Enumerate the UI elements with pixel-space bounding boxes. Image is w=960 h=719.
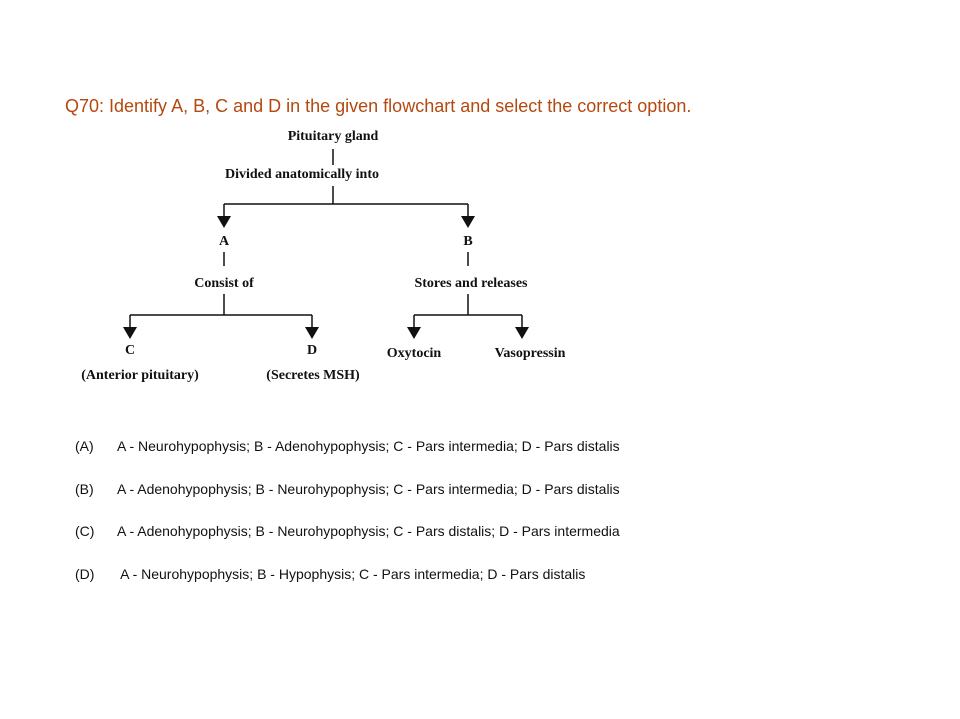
node-c: C [125,343,135,358]
option-c-text: A - Adenohypophysis; B - Neurohypophysis… [117,523,620,539]
node-vasopressin: Vasopressin [495,346,566,361]
question-text: Q70: Identify A, B, C and D in the given… [65,96,692,116]
node-d-note: (Secretes MSH) [266,368,360,383]
option-a-text: A - Neurohypophysis; B - Adenohypophysis… [117,438,620,454]
arrow-to-vasopressin [515,327,529,339]
option-b[interactable]: (B) A - Adenohypophysis; B - Neurohypophy… [75,481,620,497]
node-pituitary-gland: Pituitary gland [288,129,379,144]
node-oxytocin: Oxytocin [387,346,442,361]
node-c-note: (Anterior pituitary) [81,368,199,383]
arrow-to-d [305,327,319,339]
label-divided-anatomically: Divided anatomically into [225,167,379,182]
option-a[interactable]: (A) A - Neurohypophysis; B - Adenohypophy… [75,438,620,454]
option-a-letter: (A) [75,438,94,454]
node-a: A [219,234,230,249]
node-b: B [463,234,472,249]
arrow-to-oxytocin [407,327,421,339]
option-d-text: A - Neurohypophysis; B - Hypophysis; C -… [117,566,586,582]
label-stores-and-releases: Stores and releases [414,276,528,291]
arrow-to-c [123,327,137,339]
arrow-to-a [217,216,231,228]
option-c[interactable]: (C) A - Adenohypophysis; B - Neurohypophy… [75,523,620,539]
node-d: D [307,343,317,358]
option-b-text: A - Adenohypophysis; B - Neurohypophysis… [117,481,620,497]
option-c-letter: (C) [75,523,95,539]
option-d[interactable]: (D) A - Neurohypophysis; B - Hypophysis;… [75,566,585,582]
arrow-to-b [461,216,475,228]
option-d-letter: (D) [75,566,95,582]
label-consist-of: Consist of [194,276,254,291]
option-b-letter: (B) [75,481,94,497]
flowchart: Pituitary gland Divided anatomically int… [81,129,566,383]
